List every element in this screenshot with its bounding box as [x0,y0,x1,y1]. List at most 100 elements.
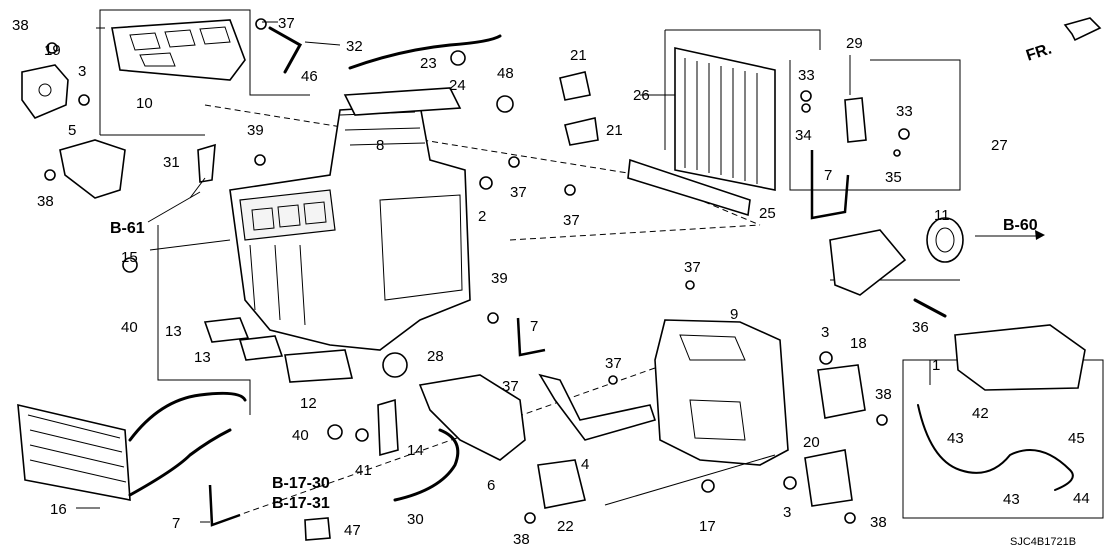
front-label: FR. [1024,41,1054,65]
callout: 31 [163,154,180,171]
part-pipe-fitting-11 [829,217,964,296]
callout: 42 [972,405,989,422]
part-expansion-valve-29 [844,97,867,143]
callout: 37 [605,355,622,372]
callout: 7 [530,318,538,335]
callout: 8 [376,137,384,154]
callout: 20 [803,434,820,451]
callout: 12 [300,395,317,412]
frame-evap-inner [789,60,961,191]
callout: 41 [355,462,372,479]
part-cable-30 [393,428,460,502]
callout: 39 [491,270,508,287]
callout: 2 [478,208,486,225]
callout: 24 [449,77,466,94]
callout: 14 [407,442,424,459]
callout: 35 [885,169,902,186]
callout: 33 [798,67,815,84]
callout: 37 [510,184,527,201]
part-seals-13 [203,317,354,383]
callout: 44 [1073,490,1090,507]
callout: 38 [37,193,54,210]
callout: 10 [136,95,153,112]
callout: 16 [50,501,67,518]
callout: 45 [1068,430,1085,447]
callout: 23 [420,55,437,72]
callout: 46 [301,68,318,85]
callout: 37 [502,378,519,395]
callout: 1 [932,357,940,374]
leader-dashed-b [509,224,761,241]
callout: 3 [78,63,86,80]
part-damper-28 [382,352,408,378]
callout: 13 [194,349,211,366]
part-clip-47 [304,517,331,541]
frame-seal-group [99,9,310,135]
callout: 38 [870,514,887,531]
callout: 25 [759,205,776,222]
callout: 22 [557,518,574,535]
callout: 36 [912,319,929,336]
part-pipe-lower [128,428,232,497]
callout: 15 [121,249,138,266]
part-actuator-19 [21,64,69,119]
callout: 39 [247,122,264,139]
callout: 11 [934,207,950,224]
callout: 38 [12,17,29,34]
frame-expansion-valve [870,59,961,70]
callout: 3 [821,324,829,341]
callout: 38 [513,531,530,548]
callout: 37 [278,15,295,32]
part-drain-bar-25 [627,158,751,217]
callout: 27 [991,137,1008,154]
part-blower-housing-9 [654,319,789,466]
callout: 17 [699,518,716,535]
callout: 7 [172,515,180,532]
frame-evaporator-top [665,29,821,50]
callout: 21 [570,47,587,64]
part-duct-6 [418,374,526,461]
part-rod-7-right [810,150,850,220]
callout: 32 [346,38,363,55]
callout: 28 [427,348,444,365]
part-bracket-21 [559,71,599,146]
callout: 40 [121,319,138,336]
part-heater-core-16 [17,403,131,501]
callout: 4 [581,456,589,473]
part-actuator-20 [804,449,853,507]
ref-b17-30: B-17-30 [272,475,330,492]
part-bracket-4 [538,373,657,441]
callout: 33 [896,103,913,120]
part-wire-harness [917,404,1074,491]
callout: 48 [497,65,514,82]
diagram-code: SJC4B1721B [1010,536,1076,548]
part-plate-14 [377,398,399,457]
callout: 9 [730,306,738,323]
callout: 18 [850,335,867,352]
leaders [76,21,931,523]
callout-numbers: 38 19 3 5 38 10 37 32 46 23 24 48 21 21 … [12,15,1090,548]
part-rod-7-bottom [208,484,241,527]
part-duct-5 [59,139,126,199]
callout: 43 [1003,491,1020,508]
callout: 26 [633,87,650,104]
callout: 19 [44,42,61,59]
callout: 13 [165,323,182,340]
callout: 37 [563,212,580,229]
callout: 29 [846,35,863,52]
part-bolt-36 [913,298,947,318]
callout: 3 [783,504,791,521]
part-hvac-housing-15 [229,104,471,351]
part-sensor-31 [197,143,216,183]
part-seal-10 [111,19,246,81]
ref-b60: B-60 [1003,217,1038,234]
part-motor-22 [537,459,586,509]
part-actuator-18 [817,364,866,419]
part-cable-23 [348,34,502,70]
callout: 6 [487,477,495,494]
part-evaporator-26 [674,47,776,191]
part-filter-8 [343,87,462,116]
callout: 40 [292,427,309,444]
callout: 43 [947,430,964,447]
front-direction-indicator: FR. [1024,17,1102,65]
